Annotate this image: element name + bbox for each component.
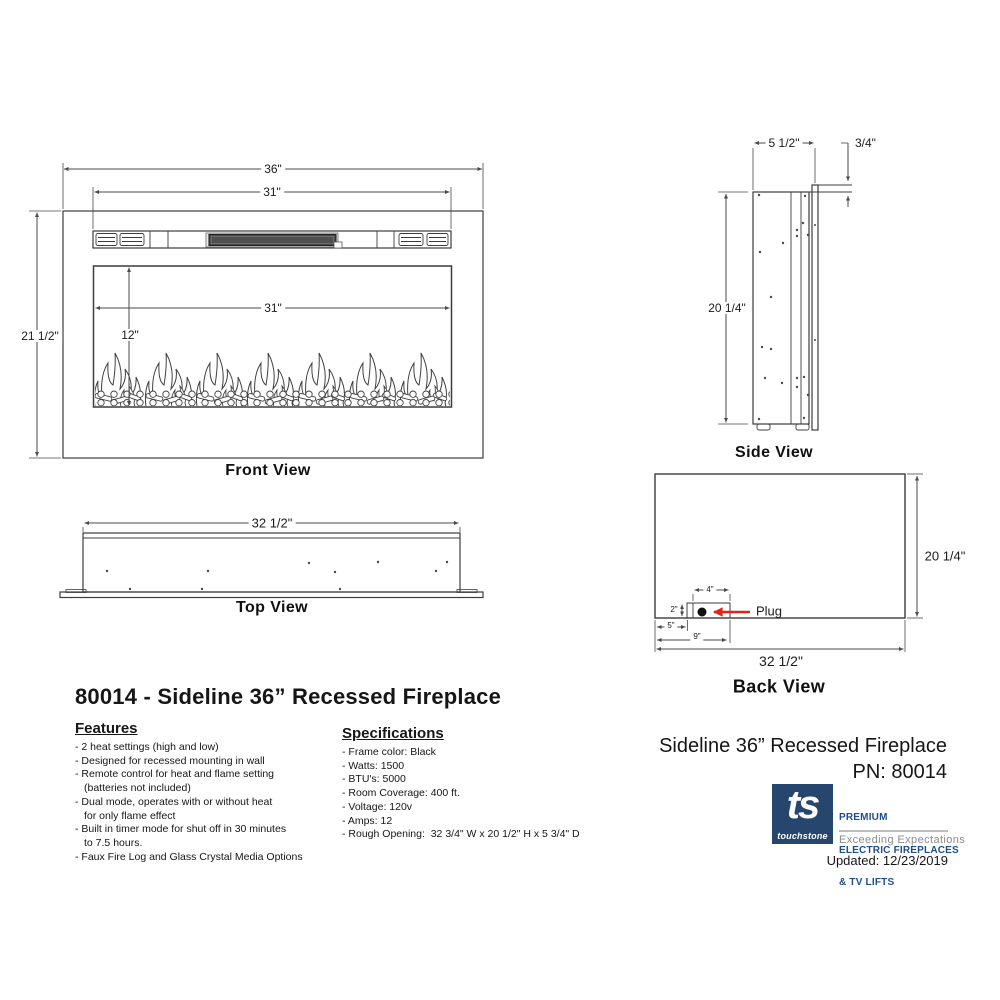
- logo-wordmark: touchstone: [777, 831, 828, 841]
- spec-item: - Room Coverage: 400 ft.: [342, 787, 460, 800]
- spec-item: - Amps: 12: [342, 814, 393, 827]
- dim-front-top-width: 31": [260, 186, 284, 198]
- logo-monogram: ts: [786, 783, 821, 827]
- dim-side-flange: 3/4": [855, 136, 876, 150]
- back-view-caption: Back View: [732, 676, 826, 697]
- spec-item: - Rough Opening: 32 3/4" W x 20 1/2" H x…: [342, 828, 580, 841]
- feature-item: - Dual mode, operates with or without he…: [75, 795, 273, 808]
- dim-back-outlet-height: 2": [667, 606, 681, 614]
- spec-item: - Voltage: 120v: [342, 800, 413, 813]
- feature-item-continuation: for only flame effect: [84, 809, 176, 822]
- side-view-drawing: [752, 184, 852, 431]
- dim-side-height: 20 1/4": [705, 302, 749, 314]
- dim-back-outlet-offset-left: 5": [664, 622, 678, 630]
- feature-item: - Designed for recessed mounting in wall: [75, 754, 265, 767]
- front-view-caption: Front View: [225, 462, 311, 479]
- top-view-drawing: [59, 532, 484, 599]
- dim-front-overall-width: 36": [261, 163, 285, 175]
- features-heading: Features: [75, 720, 138, 737]
- dim-front-media-height: 12": [118, 329, 142, 341]
- specifications-heading: Specifications: [342, 725, 444, 742]
- plug-dot: [697, 607, 707, 617]
- spec-item: - Watts: 1500: [342, 759, 405, 772]
- dim-back-outlet-offset-center: 9": [690, 633, 704, 641]
- feature-item: - 2 heat settings (high and low): [75, 741, 219, 753]
- feature-item-continuation: (batteries not included): [84, 782, 191, 795]
- top-view-caption: Top View: [236, 599, 308, 616]
- brand-slogan: Exceeding Expectations: [839, 834, 966, 846]
- dim-front-window-width: 31": [261, 302, 285, 314]
- brand-tagline-line: PREMIUM: [839, 811, 888, 823]
- spec-item: - Frame color: Black: [342, 746, 436, 758]
- back-view-drawing: [654, 473, 906, 619]
- dim-back-height: 20 1/4": [924, 548, 966, 564]
- feature-item: - Faux Fire Log and Glass Crystal Media …: [75, 850, 303, 863]
- brand-tagline-line: & TV LIFTS: [839, 877, 895, 889]
- side-view-caption: Side View: [734, 444, 814, 461]
- front-control-panel: [205, 232, 343, 249]
- footer-product-name: Sideline 36” Recessed Fireplace: [659, 735, 947, 757]
- brand-tagline: PREMIUM ELECTRIC FIREPLACES & TV LIFTS: [839, 791, 959, 911]
- feature-item: - Built in timer mode for shut off in 30…: [75, 823, 287, 836]
- features-section: Features - 2 heat settings (high and low…: [75, 720, 303, 864]
- brand-divider: [839, 830, 948, 832]
- touchstone-logo: ts touchstone: [772, 783, 833, 844]
- dim-top-width: 32 1/2": [248, 516, 296, 530]
- plug-label: Plug: [756, 603, 783, 619]
- flame-media-art: [95, 346, 450, 406]
- specifications-section: Specifications - Frame color: Black - Wa…: [342, 725, 580, 842]
- feature-item-continuation: to 7.5 hours.: [84, 836, 143, 849]
- feature-item: - Remote control for heat and flame sett…: [75, 768, 275, 781]
- spec-item: - BTU's: 5000: [342, 773, 406, 786]
- dim-back-outlet-width: 4": [703, 586, 717, 594]
- front-view-dimensions: [29, 163, 484, 459]
- product-title: 80014 - Sideline 36” Recessed Fireplace: [75, 684, 502, 709]
- footer-part-number: PN: 80014: [852, 761, 947, 783]
- updated-date: Updated: 12/23/2019: [826, 853, 948, 868]
- brand-tagline-line: ELECTRIC FIREPLACES: [839, 844, 959, 856]
- front-view-drawing: [62, 210, 484, 459]
- dim-side-depth: 5 1/2": [765, 137, 803, 149]
- dim-front-overall-height: 21 1/2": [18, 330, 62, 342]
- back-view-dimensions: [654, 473, 923, 652]
- dim-back-width: 32 1/2": [759, 653, 803, 669]
